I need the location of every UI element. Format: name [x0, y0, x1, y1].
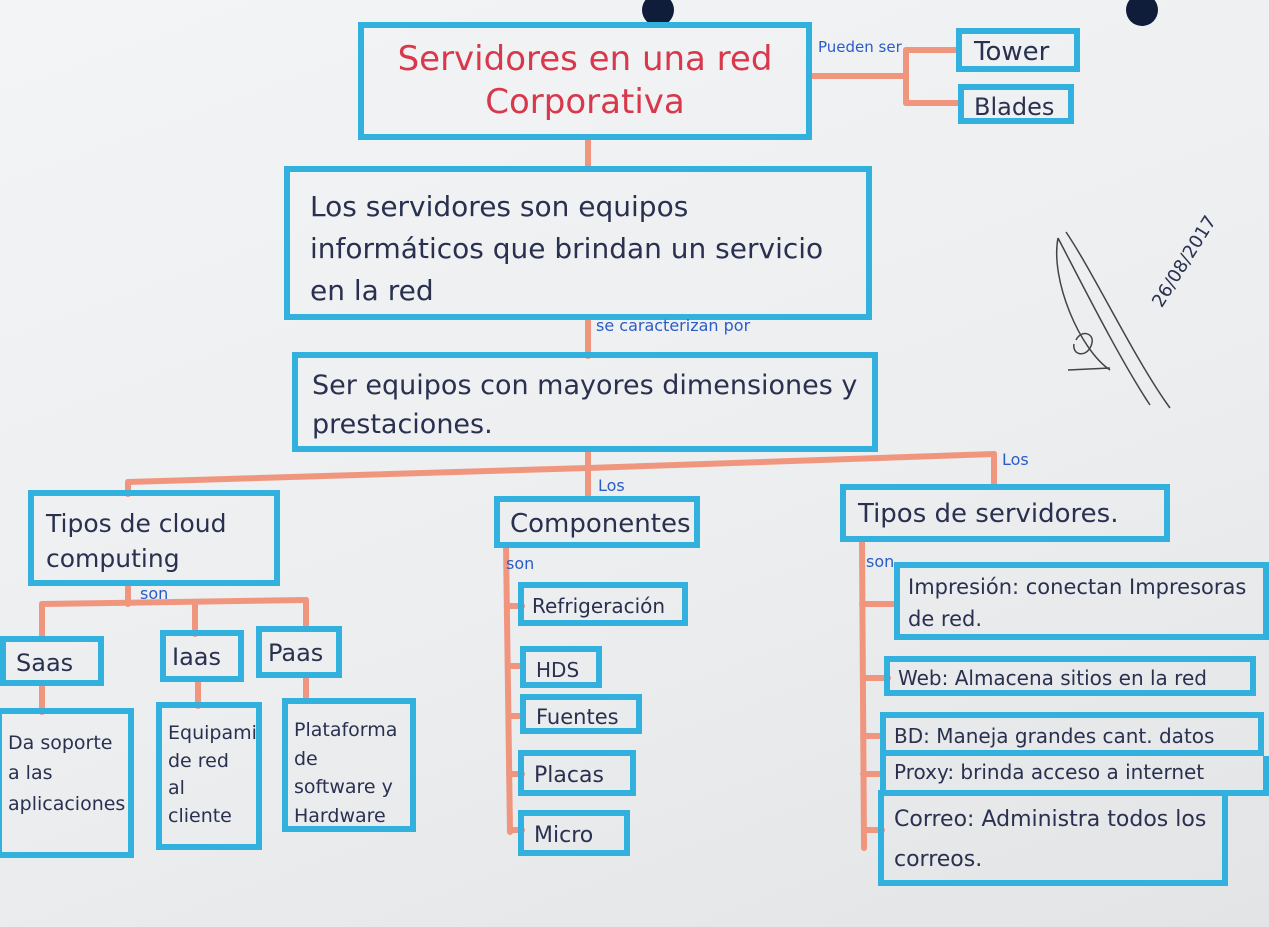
- label-se-caracterizan: se caracterizan por: [596, 316, 751, 335]
- component-fuentes: Fuentes: [520, 694, 642, 734]
- cloud-iaas-box: Iaas: [160, 630, 244, 682]
- server-types-heading-box: Tipos de servidores.: [840, 484, 1170, 542]
- pushpin-left: [642, 0, 674, 26]
- type-tower: Tower: [956, 28, 1080, 72]
- cloud-heading-box: Tipos de cloud computing: [28, 490, 280, 586]
- type-blades: Blades: [958, 84, 1074, 124]
- signature-drawing: [1056, 231, 1171, 409]
- components-heading-box: Componentes: [494, 496, 700, 548]
- server-type-impresion: Impresión: conectan Impresoras de red.: [894, 562, 1269, 640]
- server-type-correo: Correo: Administra todos los correos.: [878, 790, 1228, 886]
- label-pueden-ser: Pueden ser: [818, 38, 902, 56]
- label-son-components: son: [506, 554, 535, 573]
- component-refrigeracion: Refrigeración: [518, 582, 688, 626]
- label-son-server-types: son.: [866, 552, 900, 571]
- definition-box: Los servidores son equipos informáticos …: [284, 166, 872, 320]
- label-son-cloud: son: [140, 584, 169, 603]
- cloud-paas-desc: Plataforma de software y Hardware: [282, 698, 416, 832]
- component-hds: HDS: [520, 646, 602, 688]
- server-type-bd: BD: Maneja grandes cant. datos: [880, 712, 1264, 756]
- label-los-left: Los: [598, 476, 625, 495]
- component-micro: Micro: [518, 810, 630, 856]
- component-placas: Placas: [518, 750, 636, 796]
- cloud-saas-box: Saas: [0, 636, 104, 686]
- pushpin-right: [1126, 0, 1158, 26]
- cloud-paas-box: Paas: [256, 626, 342, 678]
- characteristic-box: Ser equipos con mayores dimensiones y pr…: [292, 352, 878, 452]
- server-type-web: Web: Almacena sitios en la red: [884, 656, 1256, 696]
- label-los-right: Los: [1002, 450, 1029, 469]
- cloud-iaas-desc: Equipamiento de red al cliente: [156, 702, 262, 850]
- title-box: Servidores en una red Corporativa: [358, 22, 812, 140]
- cloud-saas-desc: Da soporte a las aplicaciones: [0, 708, 134, 858]
